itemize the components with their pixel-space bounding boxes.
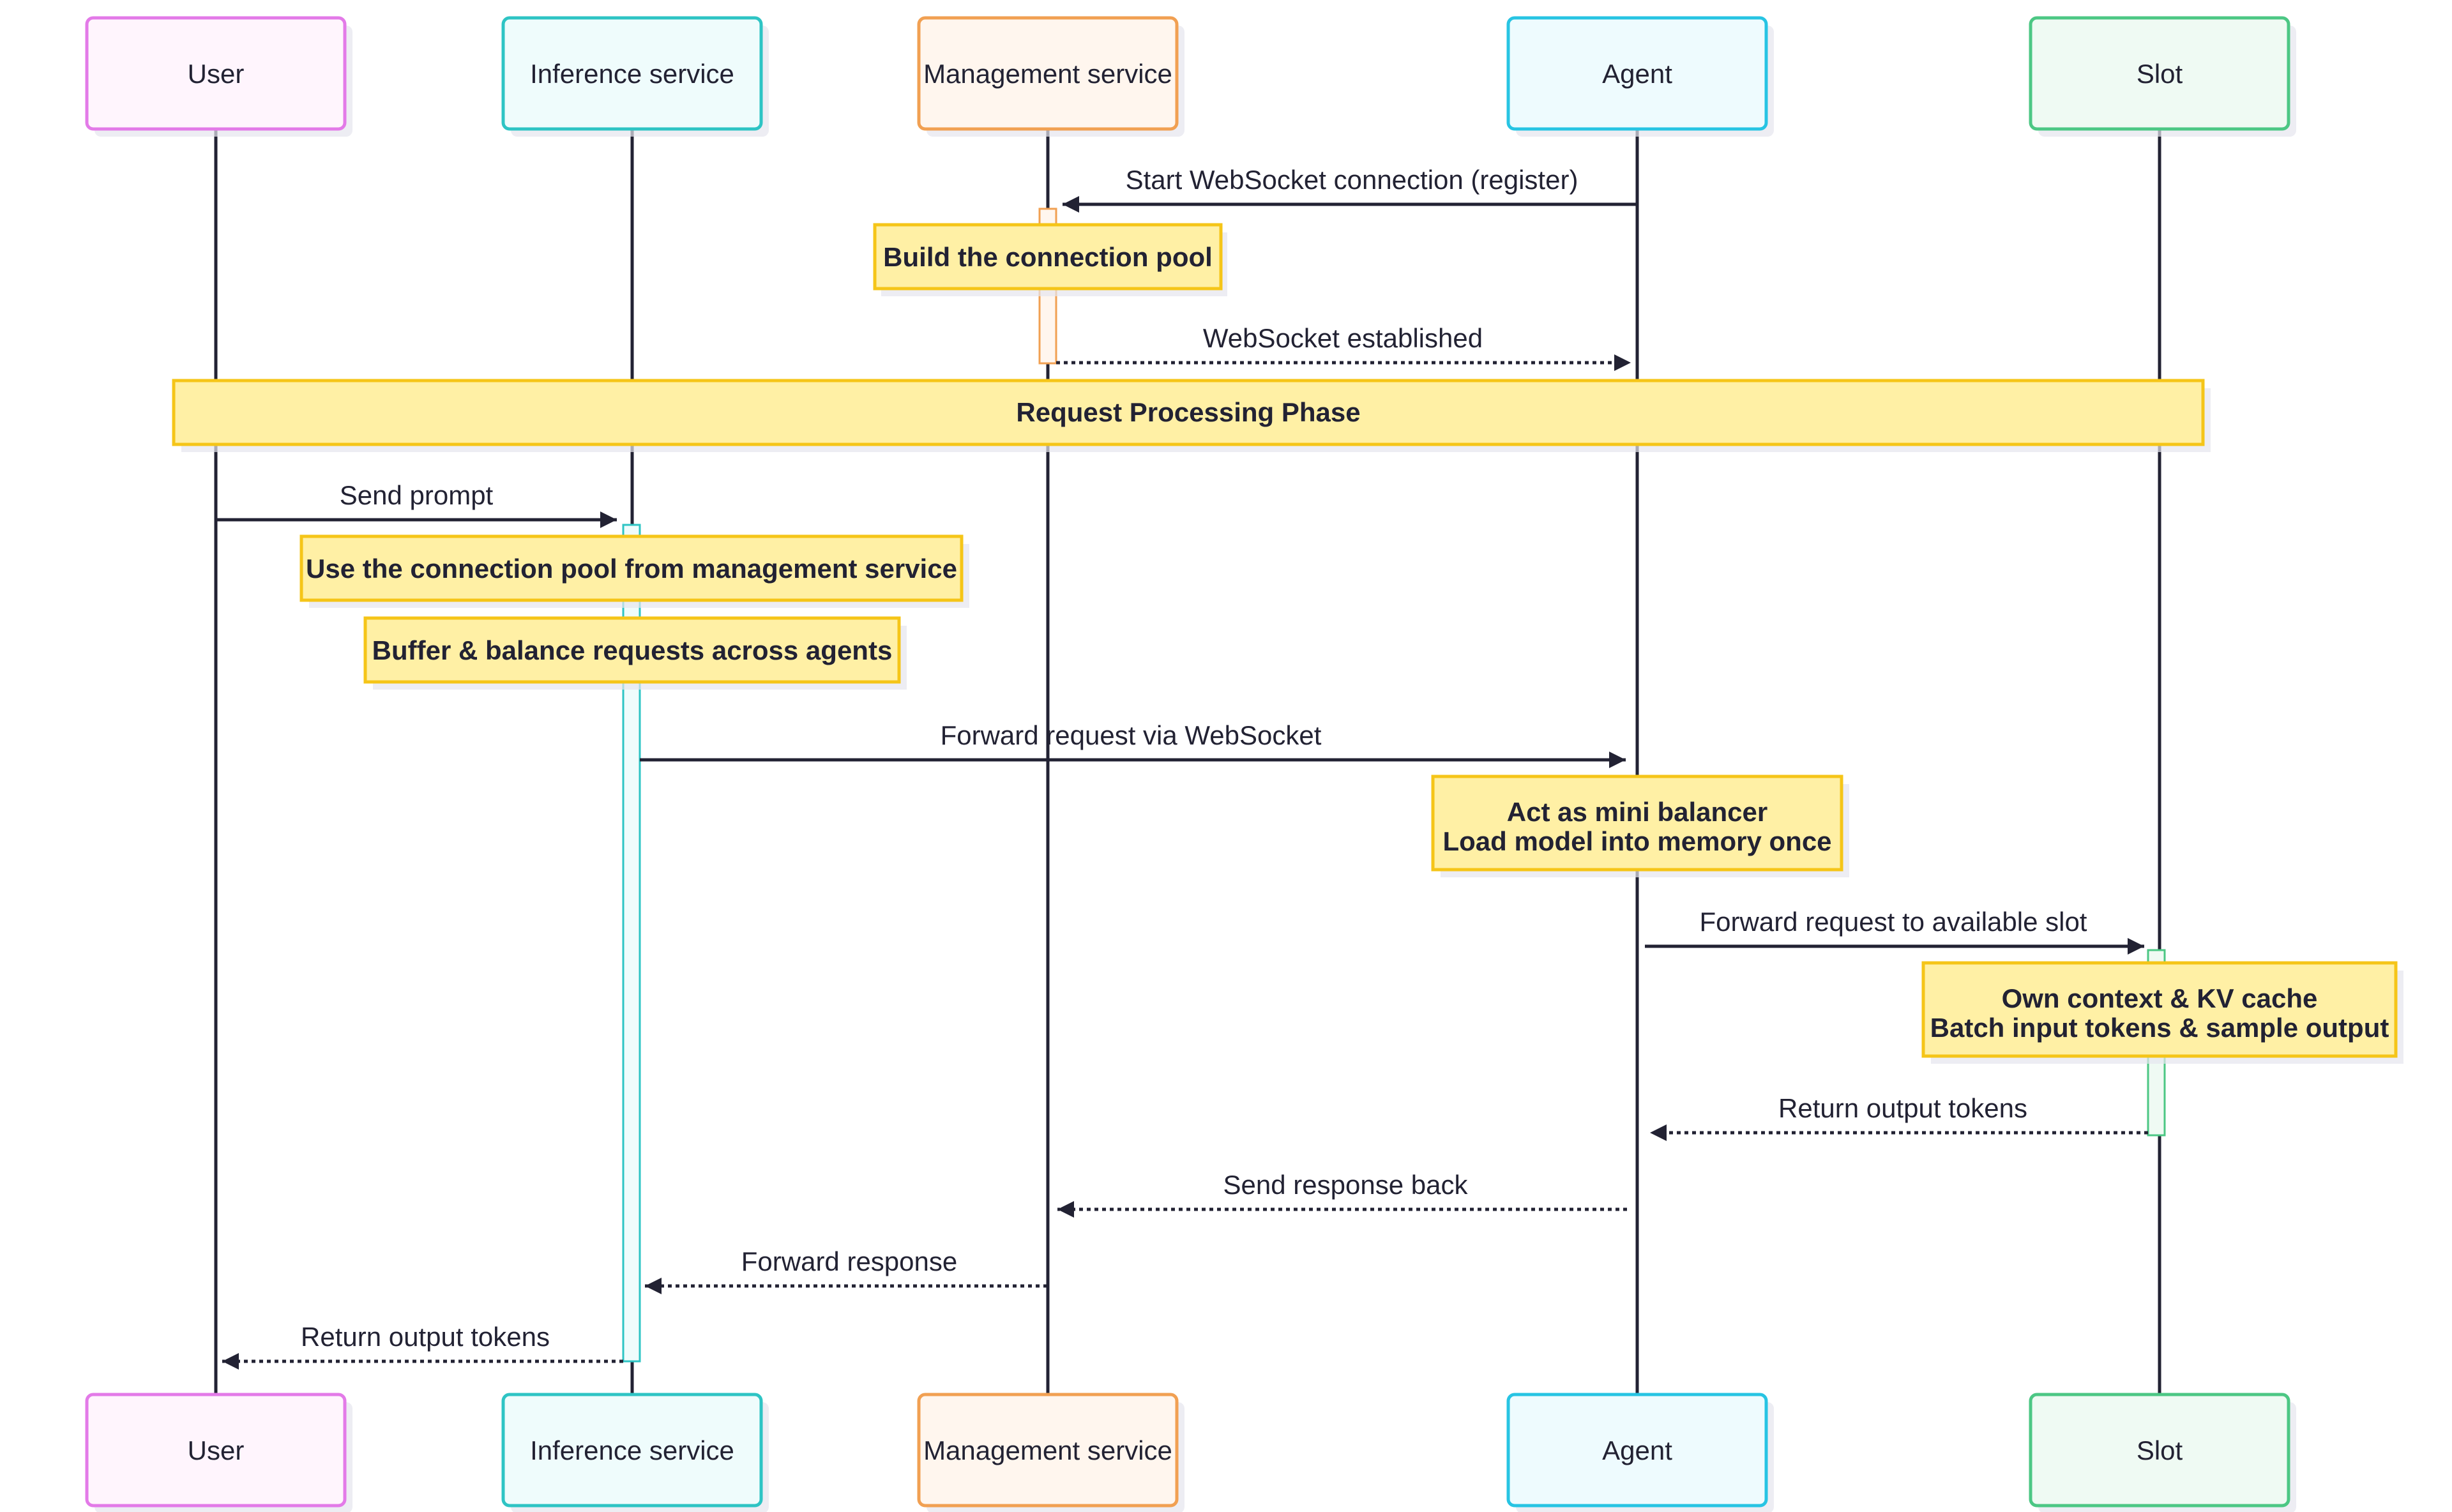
note-text: Buffer & balance requests across agents <box>372 635 893 665</box>
actor-box <box>917 1393 1179 1508</box>
actor-box <box>1506 16 1768 131</box>
phase-band-box <box>172 379 2205 446</box>
actor-label: Inference service <box>530 59 734 89</box>
notes: Build the connection pool Use the connec… <box>299 223 2403 1064</box>
note-text: Act as mini balancer <box>1507 797 1768 827</box>
messages: Start WebSocket connection (register) We… <box>216 165 2148 1370</box>
message-label: Forward response <box>741 1246 957 1276</box>
phase-band-label: Request Processing Phase <box>1016 397 1360 427</box>
note-text: Build the connection pool <box>883 242 1213 272</box>
message-forward-slot: Forward request to available slot <box>1645 907 2144 955</box>
actor-box <box>85 1393 347 1508</box>
message-forward-request: Forward request via WebSocket <box>640 720 1626 768</box>
actor-agent-top: Agent <box>1506 16 1774 137</box>
message-register: Start WebSocket connection (register) <box>1063 165 1636 213</box>
note-box <box>299 534 964 602</box>
actor-inference-bottom: Inference service <box>501 1393 769 1512</box>
lifelines <box>214 129 2161 1395</box>
actor-user-bottom: User <box>85 1393 352 1512</box>
actor-slot-bottom: Slot <box>2029 1393 2296 1512</box>
note-build-pool: Build the connection pool <box>873 223 1227 296</box>
actor-user-top: User <box>85 16 352 137</box>
actor-management-top: Management service <box>917 16 1184 137</box>
note-text: Load model into memory once <box>1442 826 1831 856</box>
message-label: Forward request to available slot <box>1700 907 2087 937</box>
note-mini-balancer: Act as mini balancer Load model into mem… <box>1431 775 1849 877</box>
message-return-slot: Return output tokens <box>1650 1093 2148 1141</box>
message-label: WebSocket established <box>1203 323 1483 353</box>
actor-label: Management service <box>923 59 1172 89</box>
note-box <box>1431 775 1843 872</box>
actor-box <box>501 16 763 131</box>
phase-band: Request Processing Phase <box>172 379 2211 452</box>
note-use-pool: Use the connection pool from management … <box>299 534 969 608</box>
message-label: Return output tokens <box>1778 1093 2027 1123</box>
actor-label: Slot <box>2137 59 2183 89</box>
message-label: Send prompt <box>340 480 494 510</box>
actor-box <box>917 16 1179 131</box>
message-send-back: Send response back <box>1057 1170 1627 1218</box>
note-slot-context: Own context & KV cache Batch input token… <box>1921 961 2403 1064</box>
actor-agent-bottom: Agent <box>1506 1393 1774 1512</box>
note-text: Own context & KV cache <box>2002 983 2318 1013</box>
actor-label: Management service <box>923 1435 1172 1465</box>
actor-box <box>85 16 347 131</box>
note-box <box>873 223 1223 291</box>
actor-box <box>1506 1393 1768 1508</box>
actor-label: Slot <box>2137 1435 2183 1465</box>
actor-label: User <box>188 1435 245 1465</box>
message-send-prompt: Send prompt <box>216 480 617 528</box>
note-text: Batch input tokens & sample output <box>1930 1013 2389 1043</box>
actor-box <box>501 1393 763 1508</box>
actor-box <box>2029 1393 2290 1508</box>
note-text: Use the connection pool from management … <box>306 554 957 584</box>
message-forward-response: Forward response <box>645 1246 1047 1294</box>
actor-label: Inference service <box>530 1435 734 1465</box>
actor-label: Agent <box>1602 1435 1672 1465</box>
actor-slot-top: Slot <box>2029 16 2296 137</box>
message-established: WebSocket established <box>1056 323 1631 371</box>
actor-label: Agent <box>1602 59 1672 89</box>
note-box <box>363 616 901 684</box>
note-buffer-balance: Buffer & balance requests across agents <box>363 616 907 690</box>
actor-label: User <box>188 59 245 89</box>
actor-box <box>2029 16 2290 131</box>
message-label: Start WebSocket connection (register) <box>1126 165 1578 195</box>
message-label: Forward request via WebSocket <box>941 720 1322 750</box>
actor-inference-top: Inference service <box>501 16 769 137</box>
actor-management-bottom: Management service <box>917 1393 1184 1512</box>
note-box <box>1921 961 2398 1058</box>
message-label: Return output tokens <box>301 1322 550 1352</box>
message-label: Send response back <box>1223 1170 1469 1200</box>
message-return-user: Return output tokens <box>222 1322 623 1370</box>
